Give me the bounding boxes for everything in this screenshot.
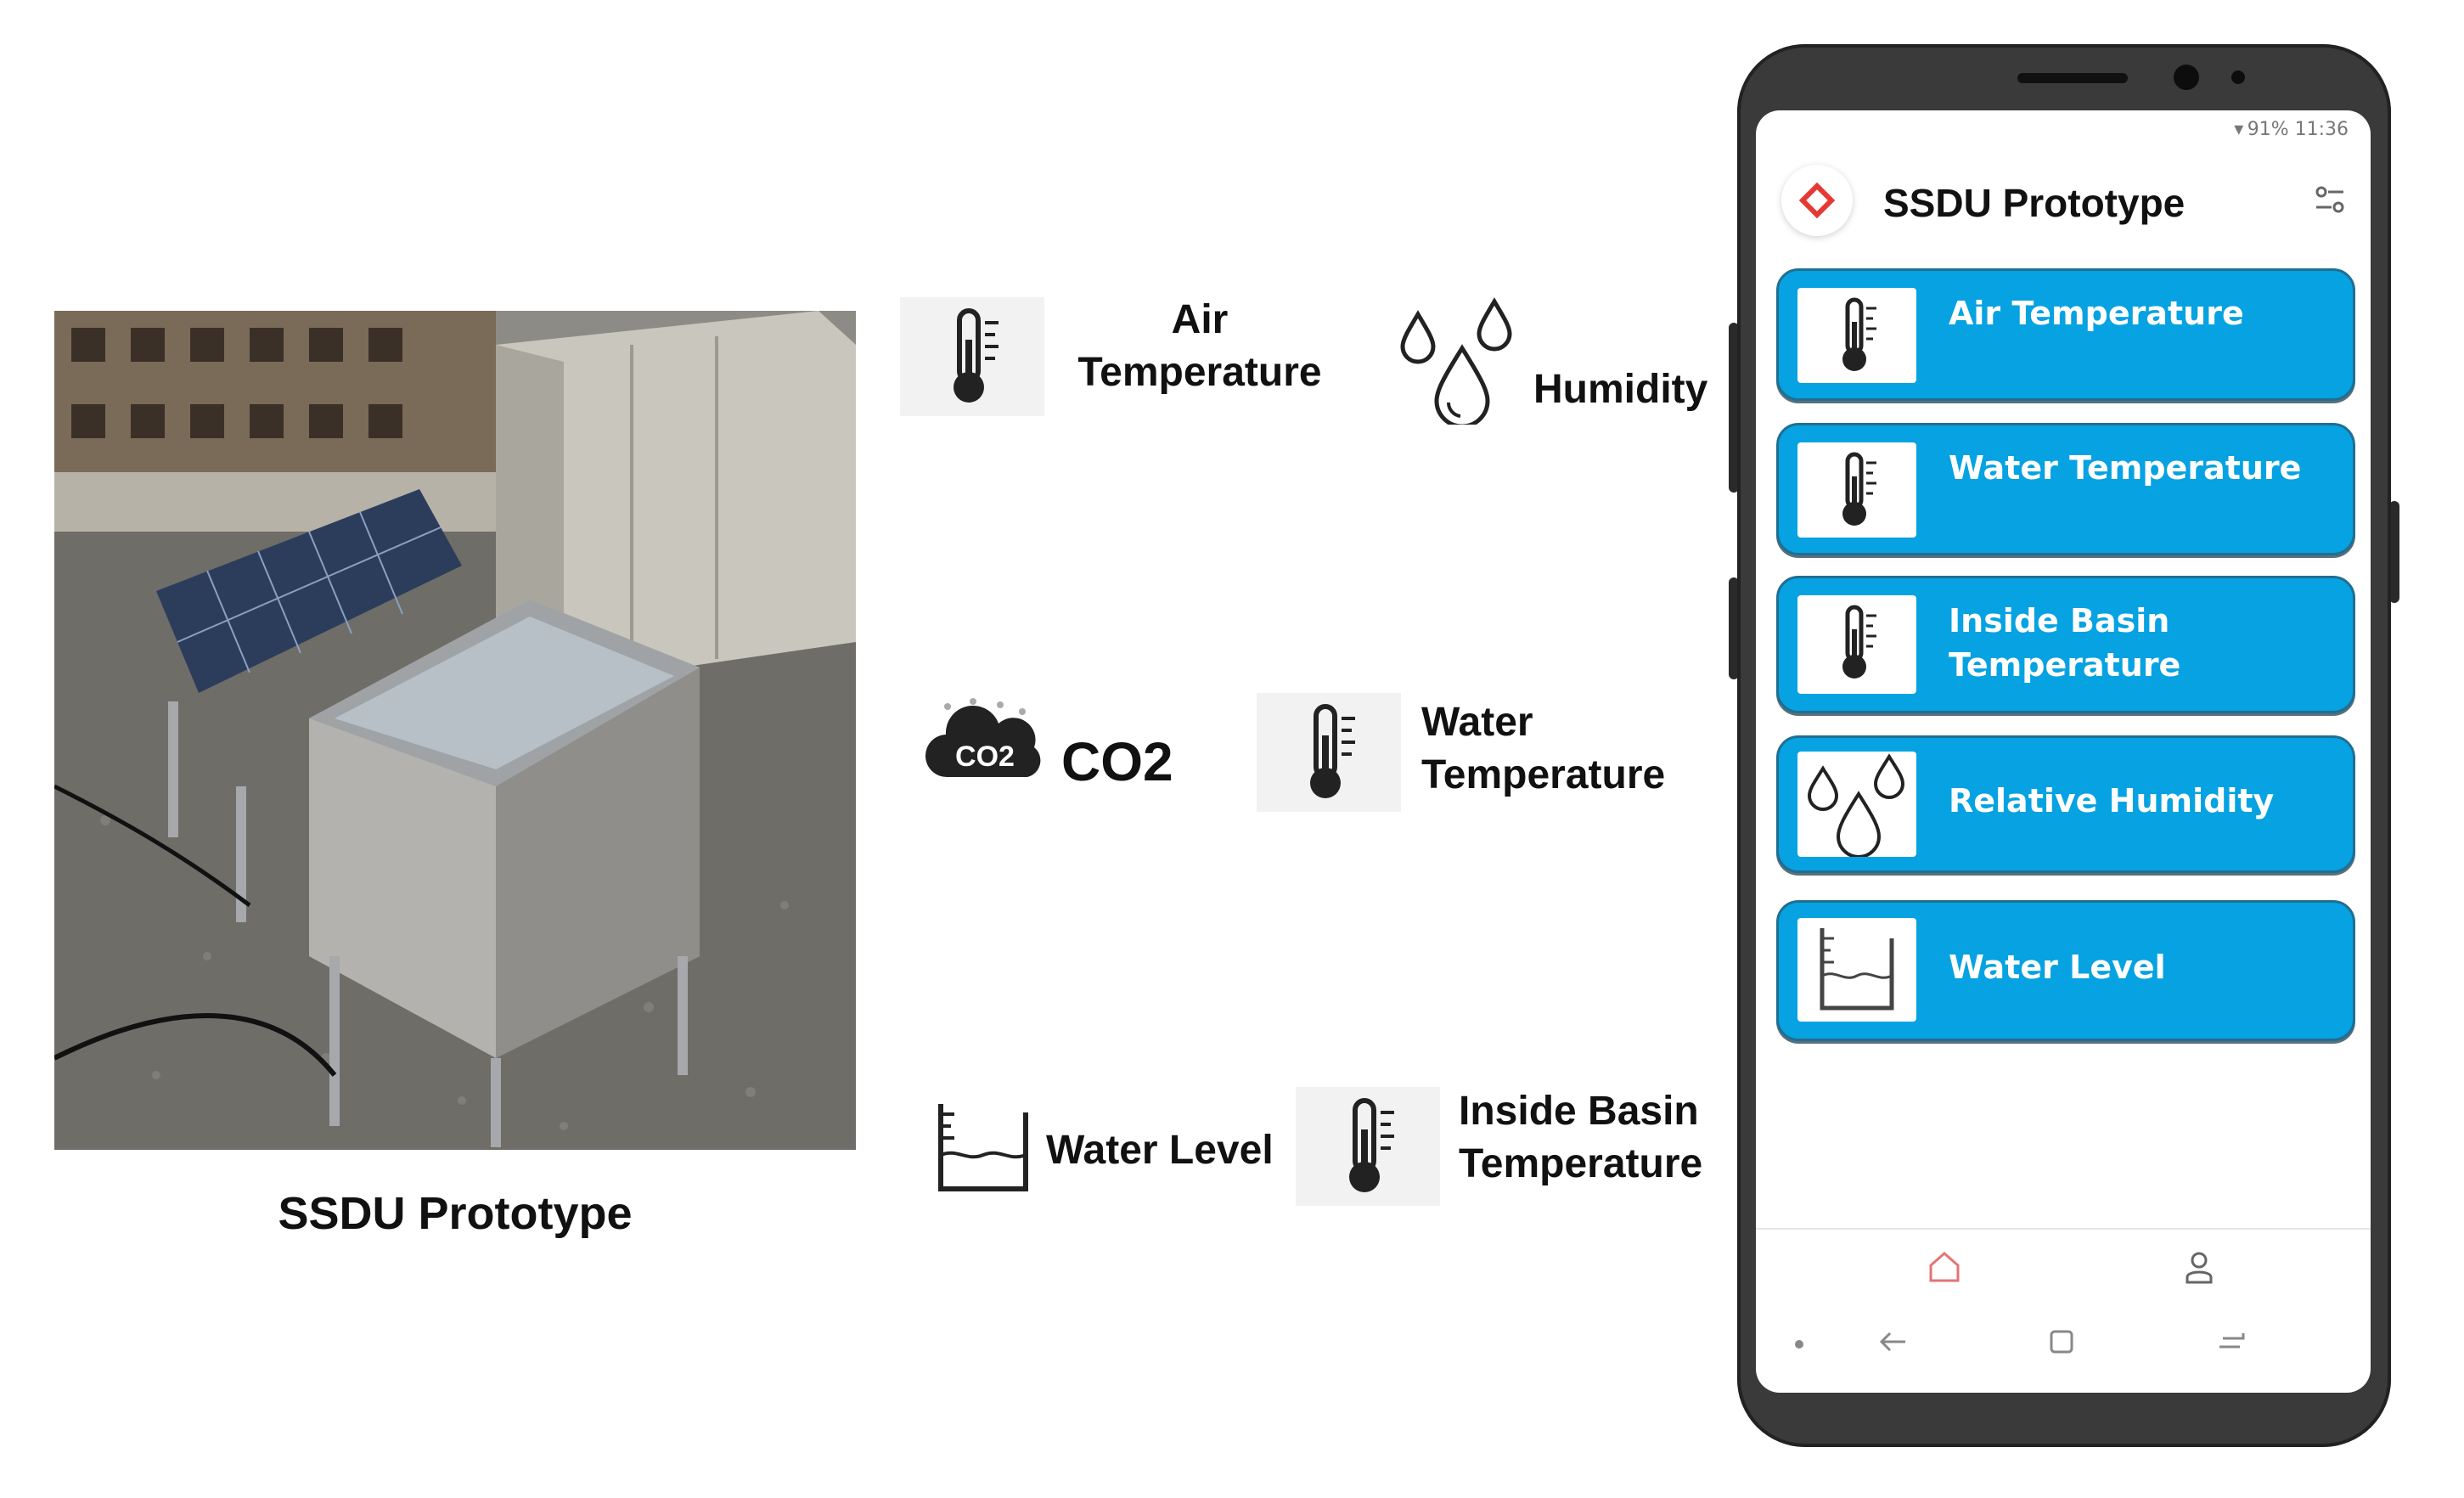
water-temperature-card[interactable]: Water Temperature [1776,423,2355,555]
recent-apps-icon[interactable] [2214,1325,2248,1363]
back-arrow-icon[interactable] [1875,1325,1912,1363]
status-text: 91% 11:36 [2247,119,2349,140]
air-temperature-label: Air Temperature [1077,297,1322,395]
relative-humidity-card[interactable]: Relative Humidity [1776,735,2355,873]
home-icon[interactable] [1926,1248,1963,1290]
thermometer-icon [1797,288,1916,383]
proximity-sensor [2231,70,2245,84]
co2-badge-text: CO2 [955,741,1015,773]
app-title: SSDU Prototype [1883,181,2186,225]
water-drops-icon [1392,297,1528,425]
phone-speaker [2017,73,2128,83]
co2-label: CO2 [1061,731,1173,792]
thermometer-icon [900,297,1044,416]
phone-volume-button [1729,323,1739,493]
air-temperature-card[interactable]: Air Temperature [1776,268,2355,401]
water-tank-icon [1797,918,1916,1022]
app-logo [1781,165,1853,236]
signal-icon: ▾ [2234,119,2247,140]
water-drops-icon [1797,752,1916,857]
card-label: Water Temperature [1949,449,2302,487]
humidity-label: Humidity [1533,367,1708,412]
inside-basin-temperature-label: Inside Basin Temperature [1459,1089,1703,1186]
water-level-label: Water Level [1046,1128,1274,1173]
card-label: Inside Basin Temperature [1949,602,2181,684]
thermometer-icon [1296,1087,1440,1206]
bottom-nav-divider [1756,1228,2371,1230]
system-indicator-dot [1795,1340,1803,1349]
co2-cloud-icon: CO2 [922,696,1049,790]
filter-settings-icon[interactable] [2313,183,2347,222]
status-bar: ▾ 91% 11:36 [2234,119,2349,140]
phone-power-button [2389,501,2399,603]
thermometer-icon [1257,693,1401,812]
card-label: Water Level [1949,949,2166,986]
profile-icon[interactable] [2180,1248,2218,1290]
inside-basin-temperature-card[interactable]: Inside Basin Temperature [1776,576,2355,713]
water-temperature-label: Water Temperature [1421,700,1666,797]
prototype-photo [54,311,856,1150]
water-tank-icon [932,1095,1034,1197]
thermometer-icon [1797,595,1916,694]
card-label: Air Temperature [1949,295,2244,332]
front-camera [2174,65,2199,90]
home-square-icon[interactable] [2045,1325,2079,1363]
phone-screen: ▾ 91% 11:36 SSDU Prototype Air Temperatu… [1756,110,2371,1393]
thermometer-icon [1797,442,1916,538]
water-level-card[interactable]: Water Level [1776,900,2355,1041]
photo-caption: SSDU Prototype [278,1188,633,1239]
phone-bixby-button [1729,577,1739,679]
card-label: Relative Humidity [1949,782,2275,819]
